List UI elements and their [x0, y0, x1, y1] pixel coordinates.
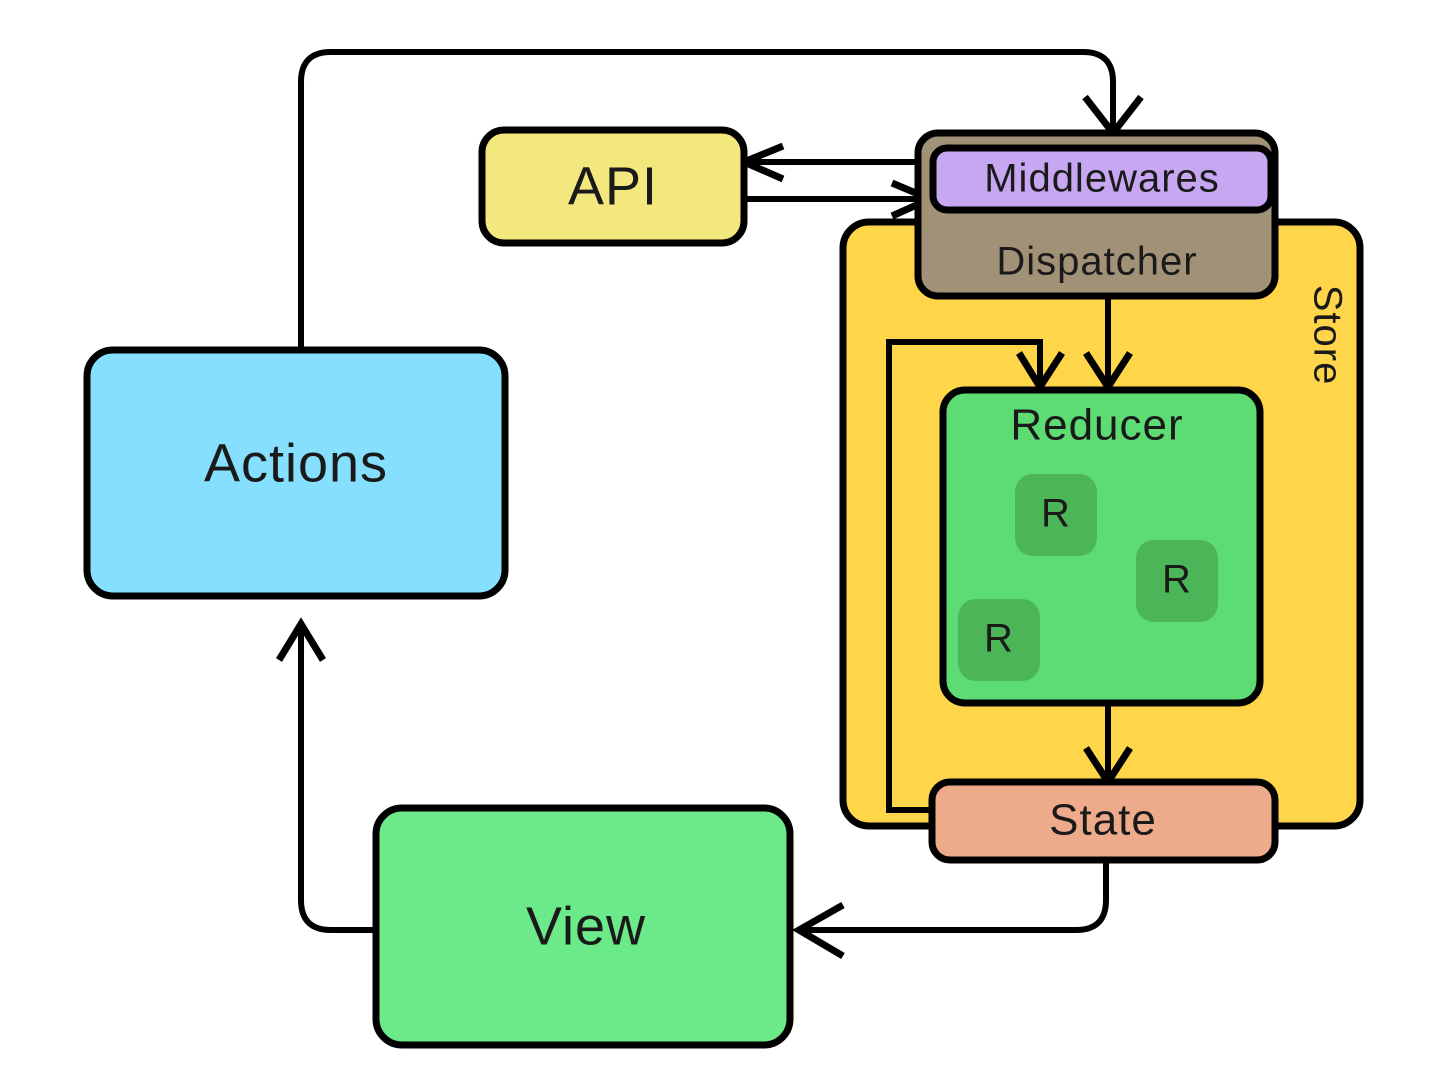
node-reducer[interactable]: Reducer R R R	[939, 386, 1264, 707]
dispatcher-label: Dispatcher	[996, 240, 1197, 284]
state-label: State	[1049, 796, 1157, 845]
node-middlewares[interactable]: Middlewares	[929, 144, 1275, 214]
node-state[interactable]: State	[928, 778, 1279, 864]
reducer-item-2[interactable]: R	[958, 599, 1040, 681]
store-label: Store	[1305, 285, 1349, 386]
node-view[interactable]: View	[372, 804, 794, 1049]
middlewares-label: Middlewares	[984, 157, 1220, 201]
actions-box[interactable]	[83, 346, 509, 600]
reducer-item-1[interactable]: R	[1136, 540, 1218, 622]
edge-middlewares-to-api	[735, 142, 930, 183]
api-box[interactable]	[478, 126, 748, 247]
reducer-item-label-0: R	[1041, 492, 1071, 536]
reducer-item-box-2[interactable]	[958, 599, 1040, 681]
api-label: API	[568, 156, 658, 216]
edge-view-to-actions	[276, 617, 377, 933]
node-actions[interactable]: Actions	[83, 346, 509, 600]
middlewares-box[interactable]	[929, 144, 1275, 214]
view-box[interactable]	[372, 804, 794, 1049]
node-api[interactable]: API	[478, 126, 748, 247]
edge-state-to-view	[792, 860, 1109, 960]
reducer-item-label-1: R	[1162, 558, 1192, 602]
reducer-item-box-1[interactable]	[1136, 540, 1218, 622]
view-label: View	[526, 896, 646, 956]
reducer-item-box-0[interactable]	[1015, 474, 1097, 556]
reducer-item-label-2: R	[984, 617, 1014, 661]
edge-api-to-middlewares	[745, 179, 939, 220]
reducer-label: Reducer	[1010, 401, 1183, 450]
actions-label: Actions	[204, 433, 388, 493]
reducer-item-0[interactable]: R	[1015, 474, 1097, 556]
